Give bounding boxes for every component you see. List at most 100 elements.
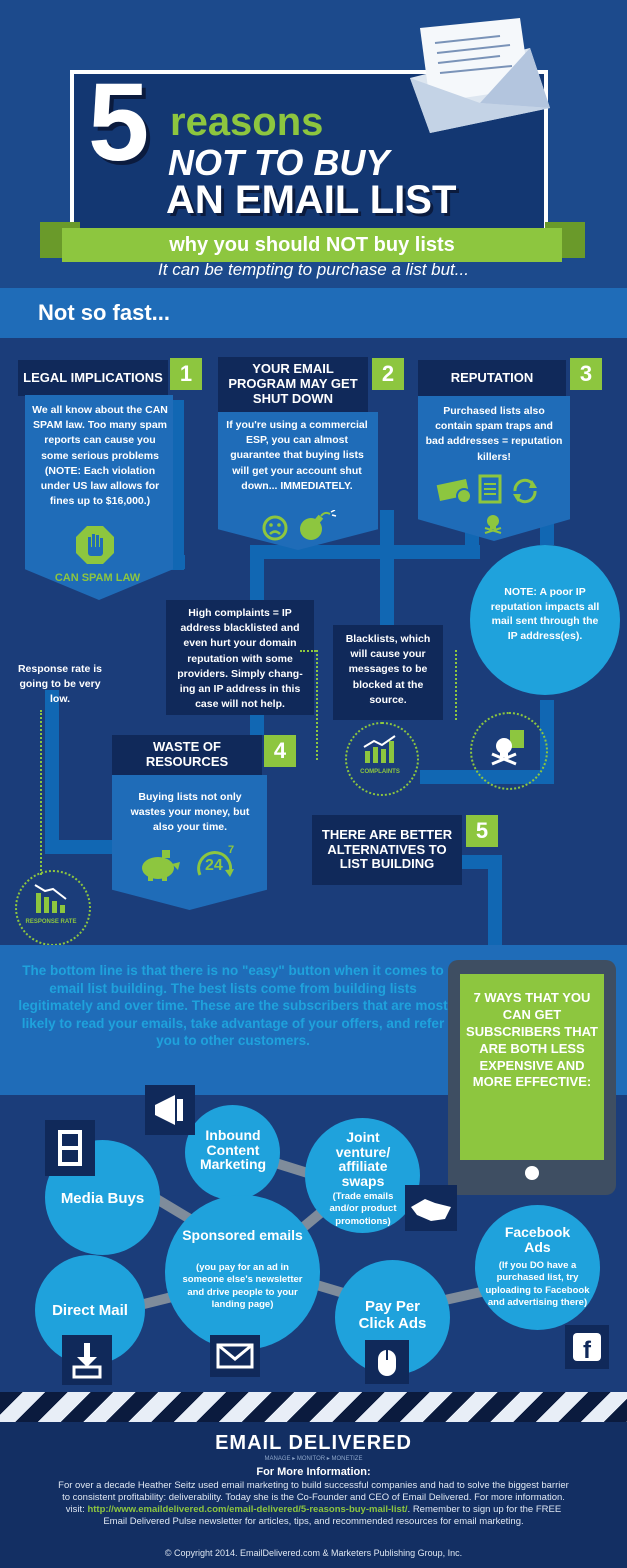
way-sponsored [165, 1195, 320, 1350]
reason-2-card [218, 412, 378, 550]
chart-up-icon [362, 735, 398, 763]
reason-3-number: 3 [570, 358, 602, 390]
hazard-stripe [0, 1392, 627, 1422]
reason-5-title-box: THERE ARE BETTER ALTERNATIVES TO LIST BU… [312, 815, 462, 885]
way-inbound [185, 1105, 280, 1200]
dotted-connector [300, 650, 316, 652]
reason-2-title-box: YOUR EMAIL PROGRAM MAY GET SHUT DOWN [218, 357, 368, 412]
reason-2-body: If you're using a commercial ESP, you ca… [226, 419, 368, 492]
way-sponsored-sub: (you pay for an ad in someone else's new… [182, 1262, 303, 1311]
blacklists-note: Blacklists, which will cause your messag… [345, 633, 431, 706]
not-so-fast: Not so fast... [38, 300, 171, 325]
way-media-buys-title: Media Buys [60, 1190, 145, 1207]
pipe [380, 510, 394, 625]
reason-4-body: Buying lists not only wastes your money,… [130, 791, 250, 834]
envelope-icon [400, 18, 560, 138]
reason-3-title-box: REPUTATION [418, 360, 566, 396]
reason-1-card [25, 395, 173, 600]
footer-logo-tag: MANAGE ▸ MONITOR ▸ MONETIZE [264, 1456, 363, 1462]
reason-3-body: Purchased lists also contain spam traps … [425, 405, 563, 463]
clock-24-number: 24 [205, 857, 223, 874]
footer-url-link[interactable]: http://www.emaildelivered.com/email-deli… [87, 1503, 408, 1515]
pipe [250, 545, 480, 559]
reason-1-number: 1 [170, 358, 202, 390]
way-facebook-title: Facebook Ads [504, 1224, 571, 1255]
refresh-icon [510, 476, 540, 506]
chart-down-icon [33, 883, 69, 913]
bomb-icon [297, 509, 337, 542]
reason-5-title: THERE ARE BETTER ALTERNATIVES TO LIST BU… [321, 826, 453, 872]
piggy-bank-icon [138, 848, 182, 882]
skull-document-icon [488, 728, 528, 768]
film-icon [45, 1120, 95, 1176]
response-rate-label: RESPONSE RATE [25, 919, 77, 925]
pipe [45, 690, 59, 850]
tablet-home-button [525, 1166, 539, 1180]
dotted-connector [40, 710, 42, 875]
reason-2-title: YOUR EMAIL PROGRAM MAY GET SHUT DOWN [228, 361, 358, 406]
clock-24-icon: 7 [190, 843, 240, 887]
header-line2: AN EMAIL LIST [166, 178, 457, 222]
inbox-download-icon [62, 1335, 112, 1385]
footer-copyright: © Copyright 2014. EmailDelivered.com & M… [164, 1548, 463, 1558]
handshake-icon [405, 1185, 457, 1231]
pipe [170, 400, 184, 570]
sad-face-icon [262, 515, 288, 541]
pipe [45, 840, 125, 854]
complaints-note: High complaints = IP address blacklisted… [177, 607, 303, 711]
reason-2-number: 2 [372, 358, 404, 390]
reason-1-title-box: LEGAL IMPLICATIONS [18, 360, 168, 396]
footer-body-post: . Remember to sign up for the FREE Email… [103, 1503, 562, 1527]
tagline: It can be tempting to purchase a list bu… [158, 260, 469, 279]
money-icon [436, 478, 474, 504]
tablet-screen [460, 974, 604, 1160]
reason-1-body: We all know about the CAN SPAM law. Too … [32, 404, 168, 508]
mouse-icon [365, 1340, 409, 1384]
header-number: 5 [88, 61, 150, 184]
pipe [488, 855, 502, 950]
footer-more-info: For More Information: [256, 1466, 371, 1478]
way-facebook [475, 1205, 600, 1330]
ip-note-circle [470, 545, 620, 695]
mail-icon [210, 1335, 260, 1377]
header-reasons: reasons [170, 100, 324, 144]
way-joint-venture-sub: (Trade emails and/or product promotions) [329, 1191, 397, 1227]
dotted-connector [316, 650, 318, 760]
hand-stop-icon [75, 525, 115, 565]
facebook-icon: f [565, 1325, 609, 1369]
skull-icon [482, 512, 504, 534]
reason-4-title: WASTE OF RESOURCES [145, 739, 229, 769]
not-so-fast-band [0, 288, 627, 338]
ip-note: NOTE: A poor IP reputation impacts all m… [490, 586, 600, 643]
pipe [250, 545, 264, 605]
reason-3-title: REPUTATION [450, 369, 534, 385]
way-inbound-title: Inbound Content Marketing [199, 1127, 267, 1173]
footer-body-pre: For over a decade Heather Seitz used ema… [58, 1480, 569, 1515]
footer-band [0, 1422, 627, 1568]
blacklists-note-card [333, 625, 443, 720]
complaints-circle [345, 722, 419, 796]
skull-doc-circle [470, 712, 548, 790]
footer-body: For over a decade Heather Seitz used ema… [55, 1480, 572, 1528]
svg-text:f: f [583, 1337, 592, 1364]
reason-4-title-box: WASTE OF RESOURCES [112, 735, 262, 775]
tablet-text: 7 WAYS THAT YOU CAN GET SUBSCRIBERS THAT… [466, 990, 598, 1090]
reason-1-title: LEGAL IMPLICATIONS [23, 369, 163, 385]
document-icon [478, 474, 502, 504]
way-ppc-title: Pay Per Click Ads [358, 1298, 427, 1333]
header-line1: NOT TO BUY [168, 142, 390, 183]
reason-1-badge: CAN SPAM LAW [54, 572, 141, 584]
way-joint-venture-title: Joint venture/ affiliate swaps [335, 1129, 391, 1190]
footer-logo-text: EMAIL DELIVERED [215, 1432, 412, 1454]
way-joint-venture [305, 1118, 420, 1233]
response-note: Response rate is going to be very low. [17, 663, 103, 706]
ribbon: why you should NOT buy lists [62, 228, 562, 262]
svg-text:7: 7 [228, 844, 234, 856]
megaphone-icon [145, 1085, 195, 1135]
way-sponsored-title: Sponsored emails [182, 1227, 303, 1243]
reason-5-number: 5 [466, 815, 498, 847]
way-facebook-sub: (If you DO have a purchased list, try up… [485, 1260, 590, 1309]
complaints-note-card [166, 600, 314, 715]
dotted-connector [455, 650, 457, 720]
way-direct-mail-title: Direct Mail [52, 1302, 128, 1319]
